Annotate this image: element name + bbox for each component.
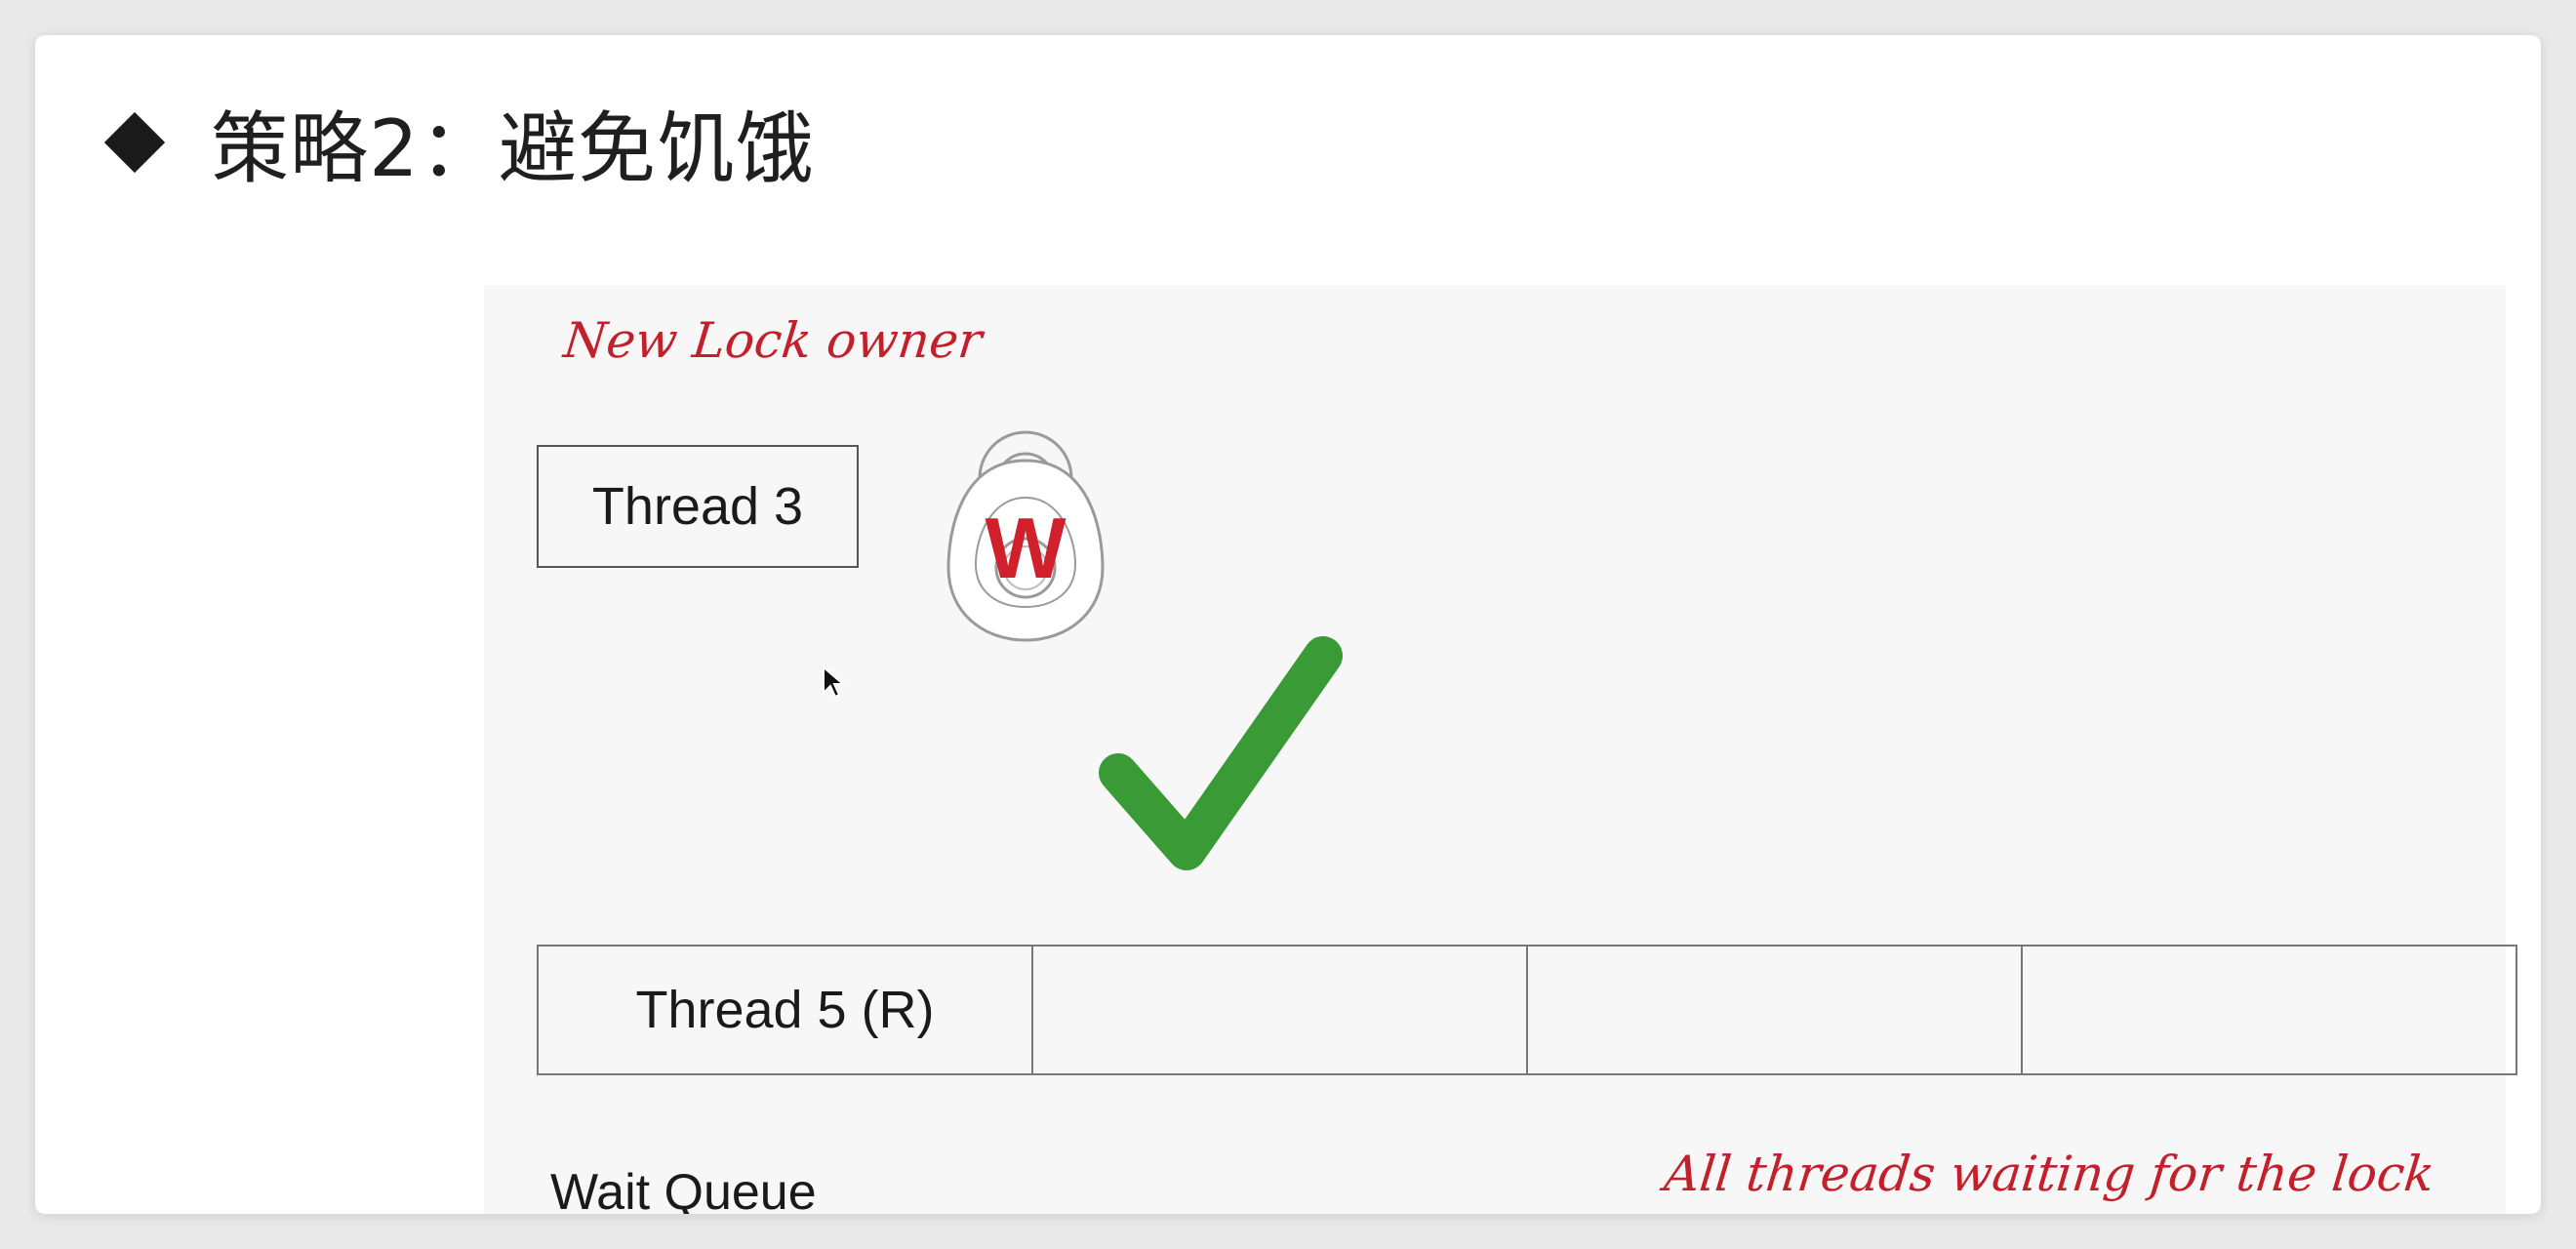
diagram-panel: New Lock owner Thread 3 W Thread 5 (R) W… (484, 285, 2517, 1214)
diamond-bullet-icon (103, 111, 166, 174)
owner-annotation: New Lock owner (560, 312, 986, 369)
queue-annotation: All threads waiting for the lock (1661, 1146, 2437, 1202)
mouse-cursor-icon (823, 665, 846, 699)
queue-slot: Thread 5 (R) (539, 947, 1033, 1073)
queue-slot (1033, 947, 1528, 1073)
wait-queue: Thread 5 (R) (537, 945, 2517, 1075)
queue-slot (1528, 947, 2023, 1073)
lock-owner-box: Thread 3 (537, 445, 859, 568)
wait-queue-label: Wait Queue (550, 1164, 817, 1214)
slide-title: 策略2：避免饥饿 (211, 103, 815, 194)
queue-slot (2023, 947, 2516, 1073)
padlock-icon: W (946, 430, 1105, 642)
slide: 策略2：避免饥饿 New Lock owner Thread 3 W Threa… (35, 35, 2541, 1214)
slide-title-row: 策略2：避免饥饿 (94, 84, 815, 201)
checkmark-icon (1099, 636, 1343, 870)
lock-letter: W (985, 500, 1066, 596)
